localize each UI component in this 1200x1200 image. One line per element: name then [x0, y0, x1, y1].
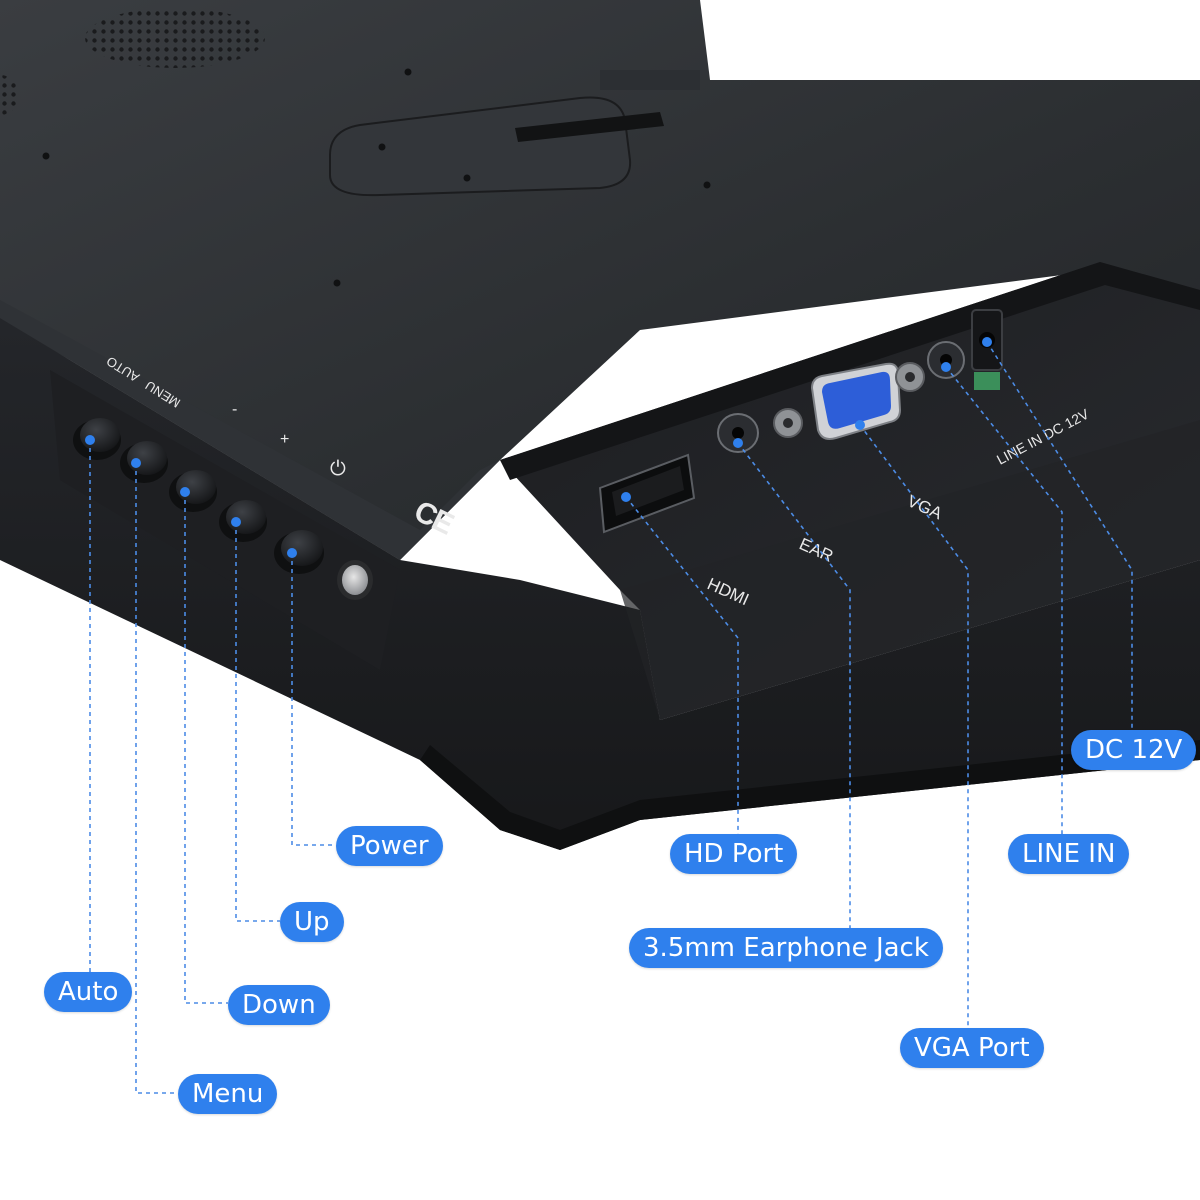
leader-lines — [89, 341, 1133, 1094]
screw-hole — [333, 279, 341, 287]
screw-hole — [378, 143, 386, 151]
callout-menu: Menu — [178, 1074, 278, 1114]
screw-hole — [42, 152, 50, 160]
callout-dc-12v: DC 12V — [1071, 730, 1197, 770]
callout-vga-port: VGA Port — [900, 1028, 1044, 1068]
leader-hd-port — [625, 496, 739, 836]
vesa-mount-plate — [329, 96, 632, 197]
callout-line-in: LINE IN — [1008, 834, 1130, 874]
recess-back-wall — [500, 262, 1200, 480]
leader-down — [184, 492, 228, 1004]
top-details — [0, 8, 711, 287]
leader-earphone — [737, 442, 851, 928]
legend-plus: + — [280, 431, 289, 448]
ports — [598, 309, 1003, 534]
monitor-front-edge — [0, 318, 1200, 850]
earphone-jack — [717, 413, 759, 453]
speaker-grill — [85, 8, 265, 68]
screw-hole — [404, 68, 412, 76]
leader-dots — [85, 337, 992, 558]
leader-menu — [135, 463, 178, 1094]
stand-slot — [515, 112, 664, 142]
legend-power-symbol: ⏻ — [330, 458, 346, 480]
slot-shelf — [600, 70, 700, 90]
leader-power — [291, 553, 336, 846]
speaker-grill-left — [0, 75, 20, 115]
screw-hole — [463, 174, 471, 182]
leader-dc — [986, 341, 1133, 732]
line-in-jack — [927, 341, 965, 379]
legend-minus: - — [232, 401, 237, 418]
screw-hole — [703, 181, 711, 189]
callout-up: Up — [280, 902, 344, 942]
hdmi-port — [598, 453, 696, 534]
callout-auto: Auto — [44, 972, 133, 1012]
callout-power: Power — [336, 826, 443, 866]
callout-hd-port: HD Port — [670, 834, 798, 874]
recess-floor — [620, 420, 1200, 720]
hardware-buttons — [73, 418, 373, 600]
dc-12v-jack — [971, 309, 1003, 390]
callout-down: Down — [228, 985, 330, 1025]
monitor-top-surface — [0, 0, 1200, 560]
callout-earphone-jack: 3.5mm Earphone Jack — [629, 928, 943, 968]
vga-port — [773, 362, 925, 440]
leader-line-in — [945, 366, 1063, 836]
power-led — [337, 560, 373, 600]
monitor-bottom-lip — [420, 740, 1200, 850]
